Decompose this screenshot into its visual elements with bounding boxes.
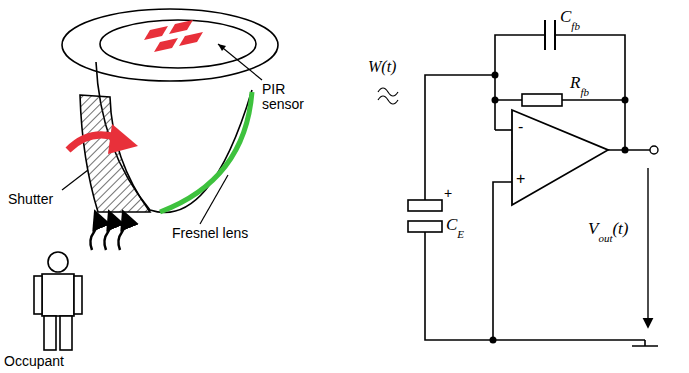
leader-line xyxy=(200,175,228,224)
voltage-arrow xyxy=(647,168,648,326)
output-terminal xyxy=(650,146,658,154)
signal-subscript: out xyxy=(598,232,612,244)
circuit-wires xyxy=(425,35,658,346)
sensor-housing xyxy=(62,9,278,213)
pin-sign: - xyxy=(518,118,523,136)
part-label: Occupant xyxy=(4,354,64,369)
leader-line xyxy=(218,44,262,80)
signal-name: W(t) xyxy=(368,58,396,76)
leader-line xyxy=(62,170,88,190)
part-label: PIR sensor xyxy=(262,82,322,113)
polarity-sign: + xyxy=(444,186,452,201)
feedback-resistor xyxy=(522,94,562,106)
component-name: C xyxy=(560,8,571,27)
component-name: C xyxy=(446,216,457,235)
part-label: Shutter xyxy=(8,192,53,207)
signal-name: V xyxy=(588,220,598,239)
feedback-capacitor xyxy=(545,20,555,50)
pin-sign: + xyxy=(516,170,525,188)
pir-elements xyxy=(144,20,203,52)
junction-dots xyxy=(490,72,629,344)
shutter xyxy=(80,95,150,212)
component-name: R xyxy=(570,74,580,93)
part-label: Fresnel lens xyxy=(172,226,248,241)
rotation-arrowhead xyxy=(108,124,138,154)
component-subscript: fb xyxy=(571,20,580,32)
pyro-capacitor xyxy=(408,200,442,232)
signal-wave xyxy=(378,88,398,104)
component-subscript: E xyxy=(457,228,464,240)
op-amp xyxy=(512,110,608,205)
occupant-figure xyxy=(34,252,82,350)
component-subscript: fb xyxy=(580,86,589,98)
leader-arrowhead xyxy=(218,44,226,51)
radiation-arrows xyxy=(90,214,125,250)
fresnel-lens xyxy=(160,92,252,212)
signal-name: (t) xyxy=(612,220,628,239)
